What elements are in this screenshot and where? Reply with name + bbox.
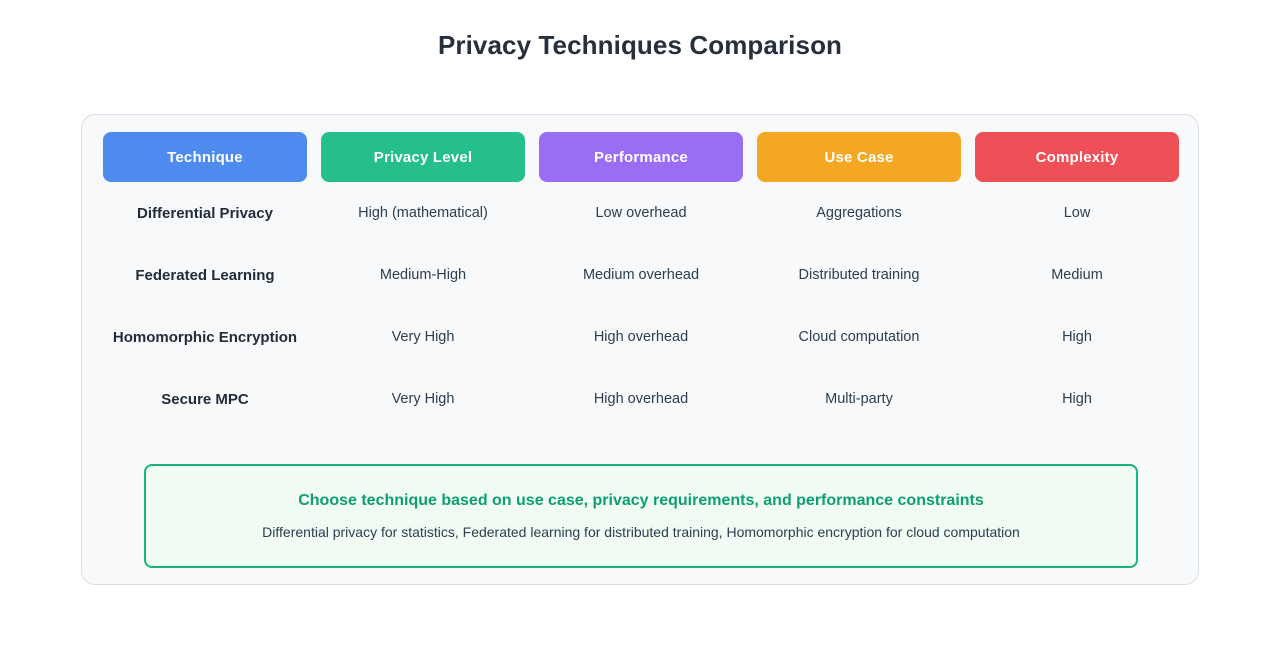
table-header-row: Technique Privacy Level Performance Use … <box>96 132 1186 182</box>
cell-performance: Medium overhead <box>582 267 700 283</box>
column-header-complexity[interactable]: Complexity <box>968 132 1186 182</box>
column-header-privacy-level[interactable]: Privacy Level <box>314 132 532 182</box>
cell-privacy-level: High (mathematical) <box>358 205 488 221</box>
cell-use-case: Multi-party <box>825 391 893 407</box>
cell-privacy-level: Medium-High <box>379 267 467 283</box>
column-header-technique-label: Technique <box>103 132 307 182</box>
cell-technique: Secure MPC <box>161 390 249 408</box>
table-body: Differential Privacy High (mathematical)… <box>96 182 1186 430</box>
cell-performance: High overhead <box>593 391 689 407</box>
table-row[interactable]: Homomorphic Encryption Very High High ov… <box>96 306 1186 368</box>
cell-performance: Low overhead <box>595 205 687 221</box>
cell-technique: Federated Learning <box>135 266 275 284</box>
cell-technique: Homomorphic Encryption <box>112 328 298 346</box>
table-header: Technique Privacy Level Performance Use … <box>96 132 1186 182</box>
cell-complexity: High <box>1062 391 1092 407</box>
cell-use-case: Cloud computation <box>798 329 920 345</box>
cell-use-case: Distributed training <box>798 267 920 283</box>
cell-privacy-level: Very High <box>391 329 455 345</box>
column-header-performance[interactable]: Performance <box>532 132 750 182</box>
table-row[interactable]: Federated Learning Medium-High Medium ov… <box>96 244 1186 306</box>
cell-privacy-level: Very High <box>391 391 455 407</box>
cell-complexity: Medium <box>1051 267 1103 283</box>
page-title: Privacy Techniques Comparison <box>437 30 843 60</box>
comparison-card: Technique Privacy Level Performance Use … <box>81 114 1199 585</box>
cell-complexity: Low <box>1063 205 1091 221</box>
column-header-technique[interactable]: Technique <box>96 132 314 182</box>
column-header-complexity-label: Complexity <box>975 132 1179 182</box>
table-row[interactable]: Differential Privacy High (mathematical)… <box>96 182 1186 244</box>
column-header-use-case-label: Use Case <box>757 132 961 182</box>
cell-technique: Differential Privacy <box>137 204 273 222</box>
cell-use-case: Aggregations <box>816 205 902 221</box>
privacy-techniques-table: Technique Privacy Level Performance Use … <box>96 132 1186 430</box>
recommendation-callout: Choose technique based on use case, priv… <box>144 464 1138 568</box>
cell-performance: High overhead <box>593 329 689 345</box>
column-header-performance-label: Performance <box>539 132 743 182</box>
cell-complexity: High <box>1062 329 1092 345</box>
column-header-use-case[interactable]: Use Case <box>750 132 968 182</box>
table-row[interactable]: Secure MPC Very High High overhead Multi… <box>96 368 1186 430</box>
recommendation-subtext: Differential privacy for statistics, Fed… <box>262 524 1020 540</box>
column-header-privacy-level-label: Privacy Level <box>321 132 525 182</box>
recommendation-heading: Choose technique based on use case, priv… <box>298 492 984 509</box>
